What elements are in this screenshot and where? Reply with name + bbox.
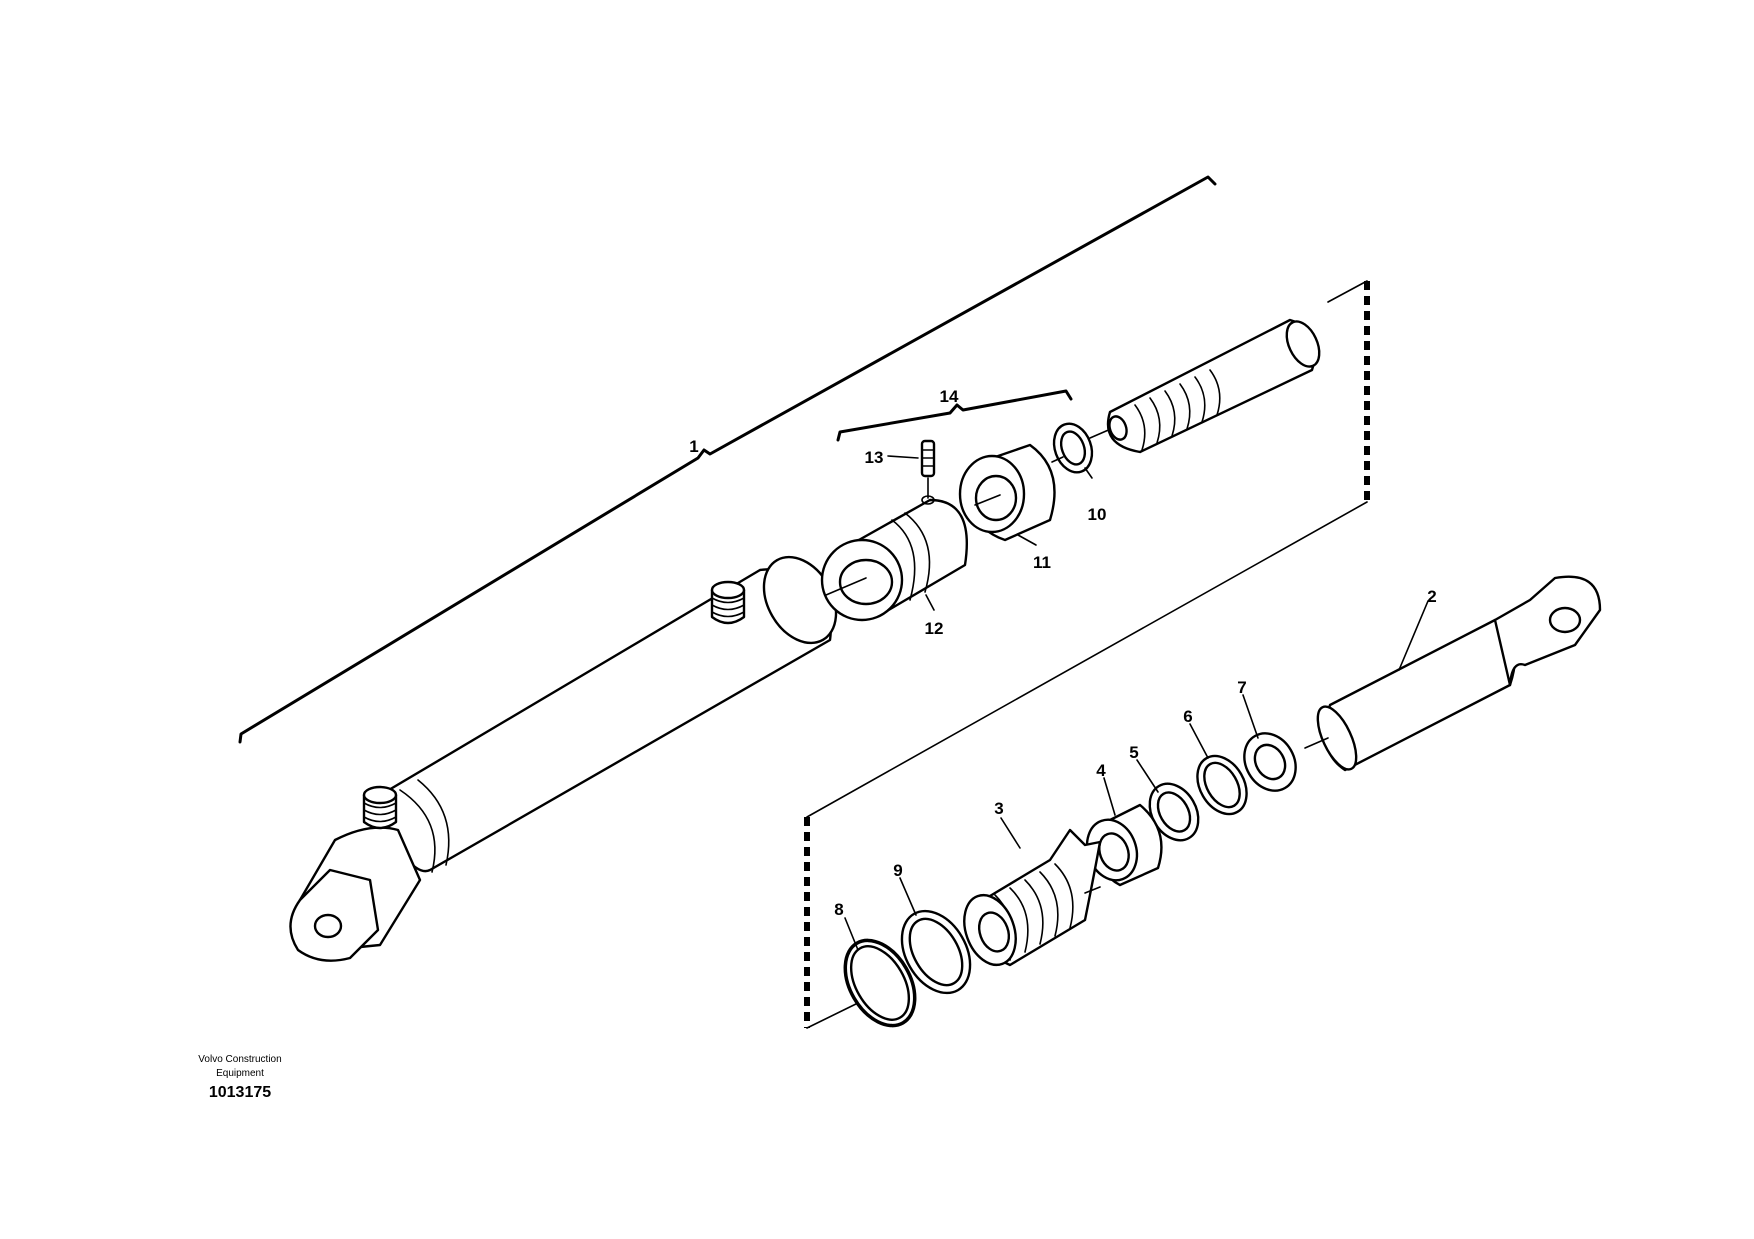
- axis-line-head: [1084, 886, 1101, 894]
- bushing-4: [1085, 803, 1163, 887]
- callout-12: 12: [925, 619, 944, 638]
- axis-line-rod-lower: [1304, 737, 1329, 749]
- callout-10: 10: [1088, 505, 1107, 524]
- callout-1: 1: [689, 437, 698, 456]
- bushing-11: [958, 443, 1056, 542]
- callout-2: 2: [1427, 587, 1436, 606]
- callout-3: 3: [994, 799, 1003, 818]
- cylinder-head-3: [963, 828, 1102, 967]
- axis-line-11: [974, 494, 1001, 506]
- callout-6: 6: [1183, 707, 1192, 726]
- port-near-end: [362, 785, 398, 830]
- set-screw-13: [887, 439, 936, 499]
- drawing-number: 1013175: [209, 1084, 271, 1101]
- piston-12: [820, 495, 968, 622]
- break-line-diagonal: [806, 280, 1368, 1029]
- axis-line-12: [825, 577, 867, 596]
- callout-13: 13: [865, 448, 884, 467]
- snap-ring-6: [1196, 754, 1248, 816]
- piston-rod-upper: [1106, 318, 1321, 454]
- piston-rod-eye-2: [1316, 575, 1602, 772]
- callout-7: 7: [1237, 678, 1246, 697]
- bracket-1: [238, 175, 1217, 744]
- callout-11: 11: [1033, 553, 1051, 572]
- publisher-line-2: Equipment: [216, 1068, 264, 1079]
- axis-line-10: [1051, 456, 1064, 463]
- publisher-line-1: Volvo Construction: [198, 1054, 281, 1065]
- port-far-end: [710, 580, 746, 625]
- callout-9: 9: [893, 861, 902, 880]
- o-ring-8: [843, 938, 917, 1028]
- callout-8: 8: [834, 900, 843, 919]
- callout-5: 5: [1129, 743, 1138, 762]
- break-line-box: [804, 281, 1370, 1028]
- ring-9: [900, 909, 972, 995]
- cylinder-tube: [289, 555, 838, 962]
- leader-lines: [844, 467, 1429, 951]
- ring-5: [1148, 782, 1200, 842]
- ring-10: [1052, 422, 1094, 474]
- callout-4: 4: [1096, 761, 1106, 780]
- wiper-7: [1243, 732, 1297, 792]
- bracket-14: [836, 389, 1073, 442]
- callout-14: 14: [940, 387, 959, 406]
